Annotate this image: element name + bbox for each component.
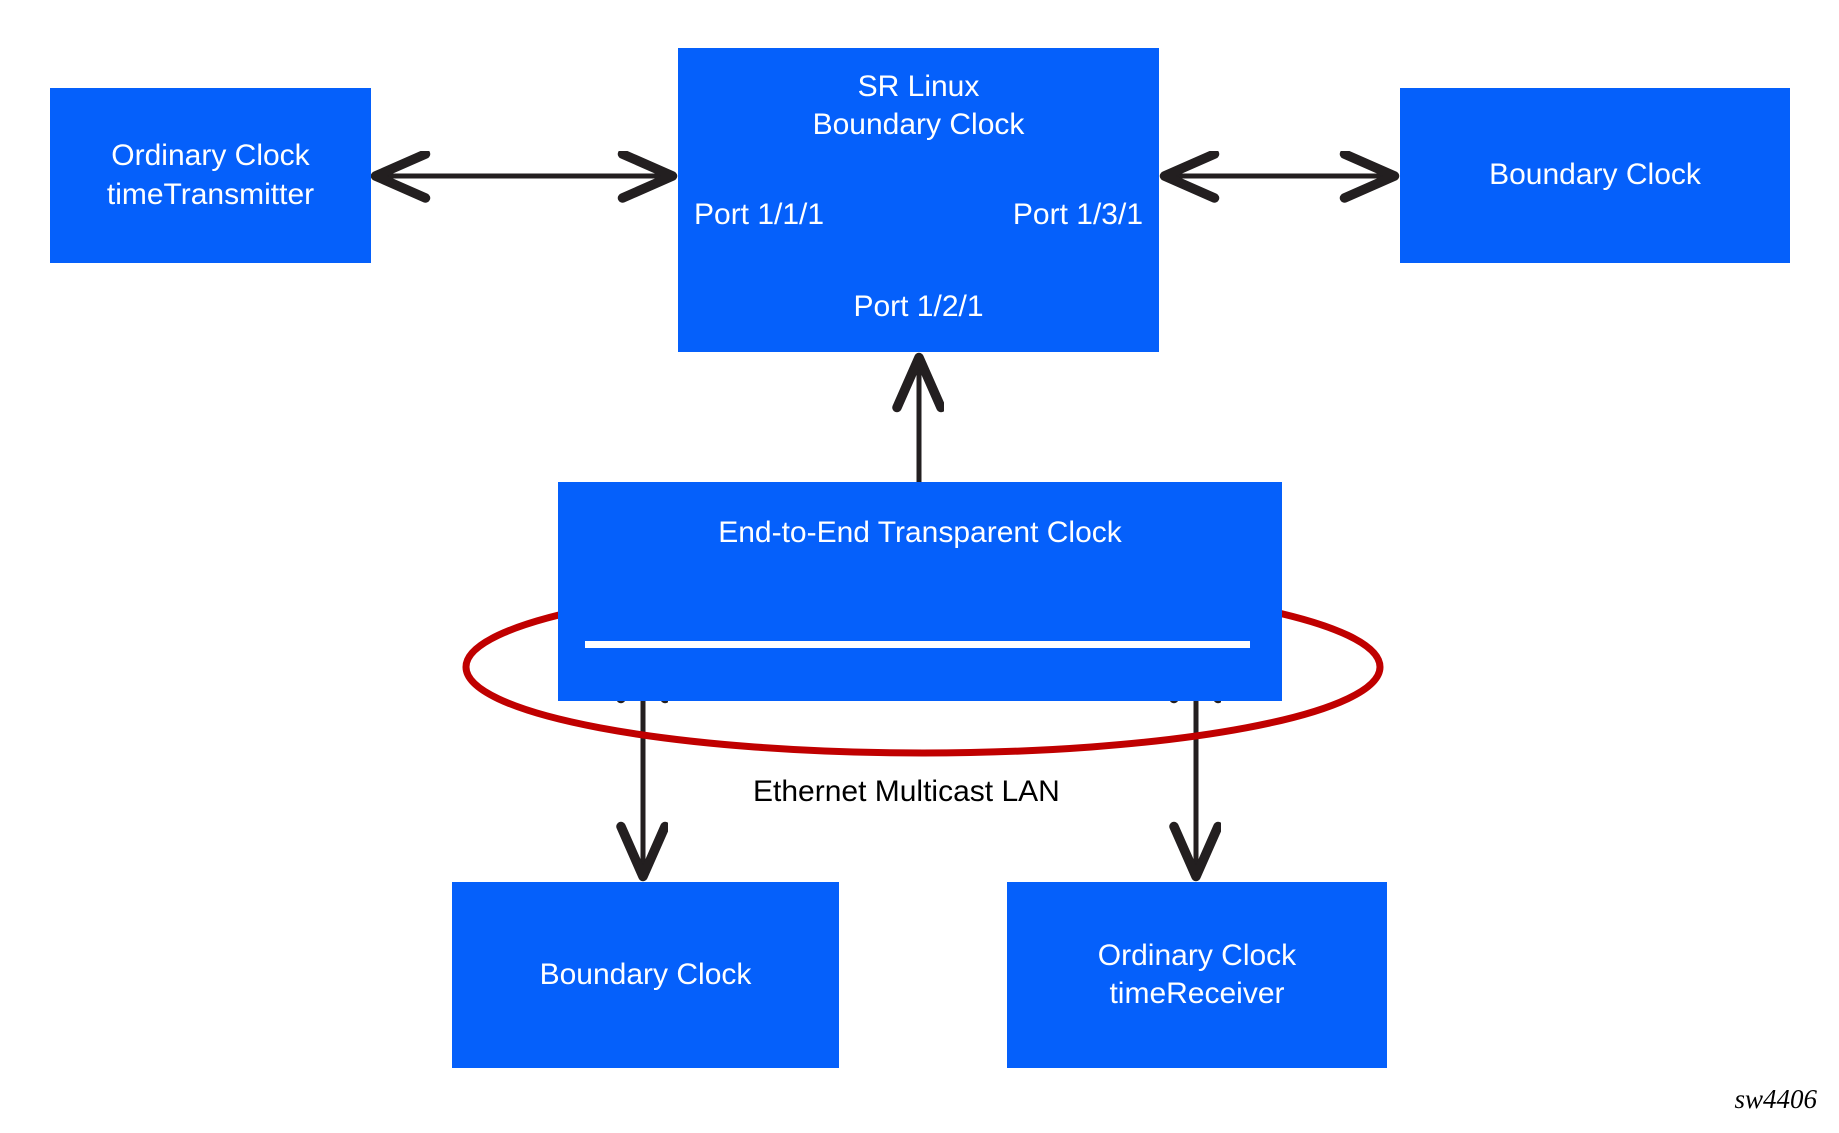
- multicast-lan-bus-line: [585, 641, 1250, 648]
- node-ordinary-clock-timetransmitter[interactable]: Ordinary Clock timeTransmitter: [50, 88, 371, 263]
- node-boundary-clock-bottom[interactable]: Boundary Clock: [452, 882, 839, 1068]
- node-title: End-to-End Transparent Clock: [718, 516, 1122, 549]
- figure-watermark: sw4406: [1734, 1084, 1817, 1114]
- node-label: Boundary Clock: [1489, 158, 1701, 192]
- node-label: Boundary Clock: [539, 957, 752, 991]
- node-label: Ordinary Clock timeTransmitter: [106, 139, 315, 211]
- node-title: SR Linux Boundary Clock: [812, 70, 1025, 142]
- port-label-1-2-1: Port 1/2/1: [853, 290, 984, 323]
- node-end-to-end-transparent-clock[interactable]: End-to-End Transparent Clock: [558, 482, 1282, 701]
- port-label-1-1-1: Port 1/1/1: [694, 198, 825, 231]
- node-boundary-clock-right[interactable]: Boundary Clock: [1400, 88, 1790, 263]
- node-sr-linux-boundary-clock[interactable]: SR Linux Boundary Clock Port 1/1/1 Port …: [678, 48, 1159, 352]
- node-label: Ordinary Clock timeReceiver: [1097, 938, 1297, 1010]
- ethernet-multicast-lan-label: Ethernet Multicast LAN: [753, 775, 1060, 808]
- port-label-1-3-1: Port 1/3/1: [1012, 198, 1143, 231]
- node-ordinary-clock-timereceiver[interactable]: Ordinary Clock timeReceiver: [1007, 882, 1387, 1068]
